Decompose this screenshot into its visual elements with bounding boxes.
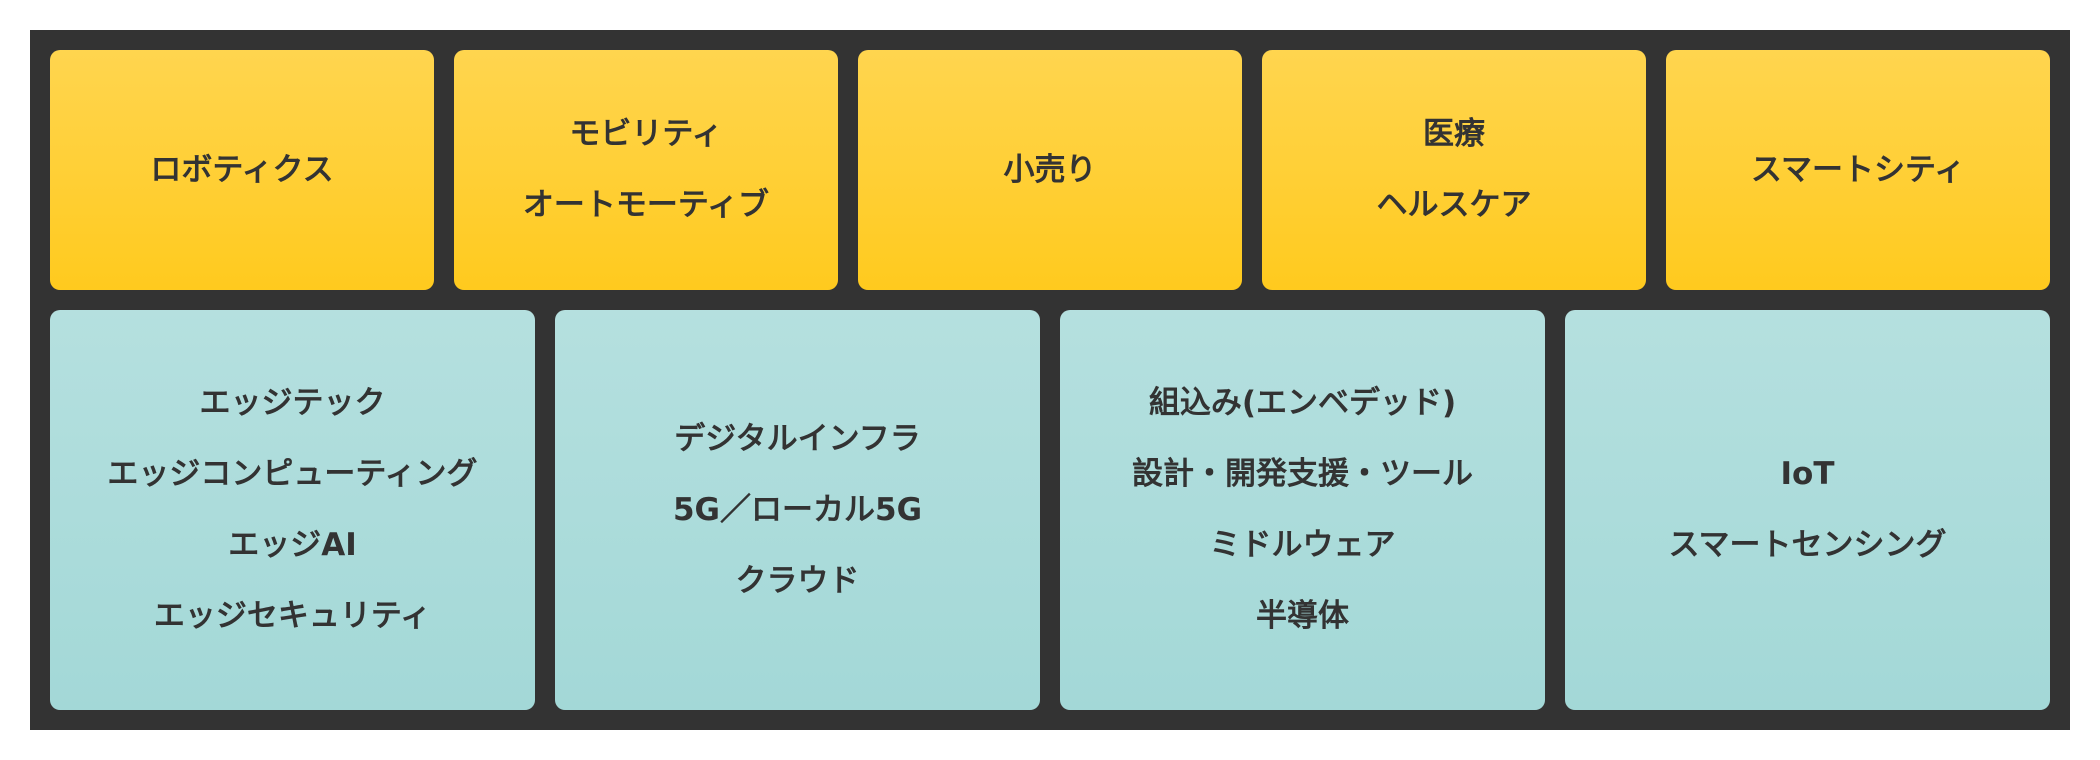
- card-label: 医療: [1423, 116, 1485, 152]
- card-label: エッジコンピューティング: [107, 456, 478, 492]
- card-iot: IoT スマートセンシング: [1565, 310, 2050, 710]
- card-label: デジタルインフラ: [674, 420, 921, 457]
- card-retail: 小売り: [858, 50, 1242, 290]
- card-healthcare: 医療 ヘルスケア: [1262, 50, 1646, 290]
- card-label: ロボティクス: [150, 151, 334, 188]
- card-digital-infra: デジタルインフラ 5G／ローカル5G クラウド: [555, 310, 1040, 710]
- card-label: 5G／ローカル5G: [672, 491, 923, 528]
- card-label: オートモーティブ: [522, 187, 770, 223]
- card-label: クラウド: [735, 562, 860, 599]
- card-embedded: 組込み(エンベデッド) 設計・開発支援・ツール ミドルウェア 半導体: [1060, 310, 1545, 710]
- card-mobility: モビリティ オートモーティブ: [454, 50, 838, 290]
- technology-row: エッジテック エッジコンピューティング エッジAI エッジセキュリティ デジタル…: [50, 310, 2050, 710]
- card-label: 半導体: [1256, 598, 1349, 634]
- card-label: モビリティ: [569, 116, 723, 152]
- card-label: ヘルスケア: [1376, 187, 1532, 223]
- card-label: 設計・開発支援・ツール: [1132, 456, 1473, 492]
- card-label: スマートセンシング: [1668, 527, 1947, 563]
- card-robotics: ロボティクス: [50, 50, 434, 290]
- card-label: エッジテック: [199, 385, 386, 421]
- card-label: エッジAI: [228, 527, 357, 563]
- card-edge-tech: エッジテック エッジコンピューティング エッジAI エッジセキュリティ: [50, 310, 535, 710]
- card-label: IoT: [1780, 456, 1835, 492]
- card-label: 組込み(エンベデッド): [1148, 385, 1457, 421]
- card-smart-city: スマートシティ: [1666, 50, 2050, 290]
- card-label: エッジセキュリティ: [153, 598, 432, 634]
- card-label: 小売り: [1003, 151, 1097, 188]
- category-frame: ロボティクス モビリティ オートモーティブ 小売り 医療 ヘルスケア スマートシ…: [30, 30, 2070, 730]
- card-label: ミドルウェア: [1209, 527, 1396, 563]
- application-row: ロボティクス モビリティ オートモーティブ 小売り 医療 ヘルスケア スマートシ…: [50, 50, 2050, 290]
- card-label: スマートシティ: [1750, 151, 1966, 188]
